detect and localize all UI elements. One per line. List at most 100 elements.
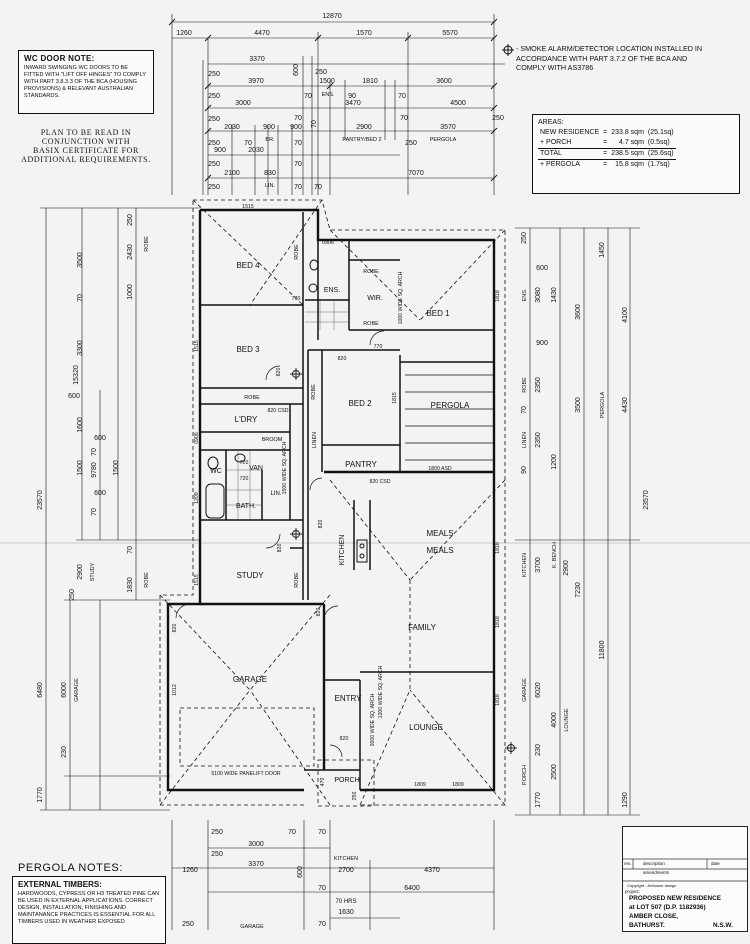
basix-line-1: PLAN TO BE READ IN [40,128,132,137]
room-bed-4: BED 4 [236,261,260,270]
area-sq: (1.7sq) [647,161,670,168]
plan-annotations: 1515 0906 770 1818 1000 WIDE SQ. ARCH 82… [172,204,501,800]
toilet-icon [207,259,319,470]
ext-title: EXTERNAL TIMBERS: [18,880,102,889]
dim-label: 600 [536,265,548,272]
bottom-dimensions [171,820,495,930]
area-label: + PORCH [540,139,572,146]
dim-label: 3080 [535,287,542,303]
plan-dim: 1815 [392,392,398,404]
plan-dim: 820 CSD [369,479,390,485]
plan-dim: 250 [352,792,358,801]
dim-label: 900 [263,124,275,131]
plan-dim: 720 [240,460,249,466]
plan-dim: 1500 WIDE SQ. ARCH [282,441,288,494]
area-label: + PERGOLA [540,161,580,168]
plan-dim: 1818 [495,542,501,554]
basix-line-2: CONJUNCTION WITH [41,137,131,146]
bath-tub-icon [205,483,225,519]
dim-label: 3000 [248,841,264,848]
dim-label: 830 [264,170,276,177]
dim-label: 5570 [442,30,458,37]
plan-dim: 0906 [322,240,334,246]
dim-label: 230 [61,746,68,758]
basin-icon [234,283,318,463]
room-family: FAMILY [408,623,437,632]
dim-label: 250 [208,116,220,123]
room-bed-1: BED 1 [426,309,450,318]
dim-label: 1260 [182,867,198,874]
smoke-alarm-note: - SMOKE ALARM/DETECTOR LOCATION INSTALLE… [502,44,744,73]
dim-label: 2100 [224,170,240,177]
areas-row: TOTAL = 238.5 sqm (25.6sq) [538,149,676,160]
room-robe: ROBE [244,395,260,401]
dim-label: 3300 [77,340,84,356]
dim-label: 1830 [127,577,134,593]
top-dim-labels: 12870 1260 4470 1570 5570 3370 250 600 2… [176,13,504,191]
dim-label: 90 [348,93,356,100]
right-dimensions [515,227,640,816]
dim-label: 900 [536,340,548,347]
smoke-line-3: COMPLY WITH AS3786 [516,63,594,72]
plan-dim: 1515 [194,340,200,352]
dim-label: 3500 [575,397,582,413]
room-pergola: PERGOLA [431,401,470,410]
area-sq: (25.1sq) [647,129,674,136]
ext-body: HARDWOODS, CYPRESS OR H3 TREATED PINE CA… [18,891,160,925]
dim-label: 3600 [575,304,582,320]
dim-label: 250 [182,921,194,928]
dim-label: 23570 [37,490,44,510]
dim-label: 70 [288,829,296,836]
areas-row: NEW RESIDENCE = 233.8 sqm (25.1sq) [538,128,676,138]
area-sqm: 15.8 sqm [615,161,644,168]
tb-line-2: at LOT 507 (D.P. 1182936) [629,904,706,911]
areas-row: + PORCH = 4.7 sqm (0.5sq) [538,138,676,149]
tb-line-4: BATHURST. [629,922,665,929]
room-robe: ROBE [294,572,300,588]
dim-label: PANTRY/BED 2 [342,137,381,143]
area-sq: (0.5sq) [647,139,670,146]
dim-label: 3600 [436,78,452,85]
dim-label: 2900 [356,124,372,131]
dim-label: GARAGE [74,678,80,702]
dim-label: K. BENCH [552,542,558,568]
dim-label: 1000 [127,284,134,300]
room-laundry: L'DRY [235,415,258,424]
room-linen: LINEN [312,432,318,448]
dim-label: GARAGE [522,678,528,702]
dim-label: 3370 [249,56,265,63]
top-dim-ticks [168,18,498,182]
dim-label: 3470 [345,100,361,107]
dim-label: 4500 [450,100,466,107]
dim-label: 9780 [91,462,98,478]
dim-label: 70 [294,161,302,168]
dim-label: 250 [69,589,76,601]
wc-note-body: INWARD SWINGING WC DOORS TO BE FITTED WI… [24,65,146,99]
pergola-rafters [405,374,494,461]
dim-label: 250 [211,851,223,858]
room-robe: ROBE [294,244,300,260]
dim-label: ROBE [144,236,150,252]
tb-state: N.S.W. [713,922,733,929]
room-meals-2: MEALS [426,546,453,555]
dim-label: 250 [211,829,223,836]
room-linen-small: LIN. [270,491,281,497]
plan-dim: 770 [374,344,383,350]
area-sqm: 4.7 sqm [619,139,644,146]
smoke-line-1: - SMOKE ALARM/DETECTOR LOCATION INSTALLE… [516,44,703,53]
plan-dim: 5100 WIDE PANELIFT DOOR [211,771,281,777]
dim-label: 4100 [622,307,629,323]
area-sq: (25.6sq) [647,150,674,157]
basix-note: PLAN TO BE READ IN CONJUNCTION WITH BASI… [16,128,156,164]
room-robe: ROBE [311,384,317,400]
dim-label: 250 [208,140,220,147]
room-porch: PORCH [334,777,359,784]
tiled-floor-hatch [226,300,349,520]
dim-label: BR. [265,137,275,143]
room-pantry: PANTRY [345,460,377,469]
tb-line-1: PROPOSED NEW RESIDENCE [629,895,721,902]
dim-label: 2350 [535,432,542,448]
dim-label: 3570 [440,124,456,131]
dim-label: LOUNGE [564,708,570,732]
